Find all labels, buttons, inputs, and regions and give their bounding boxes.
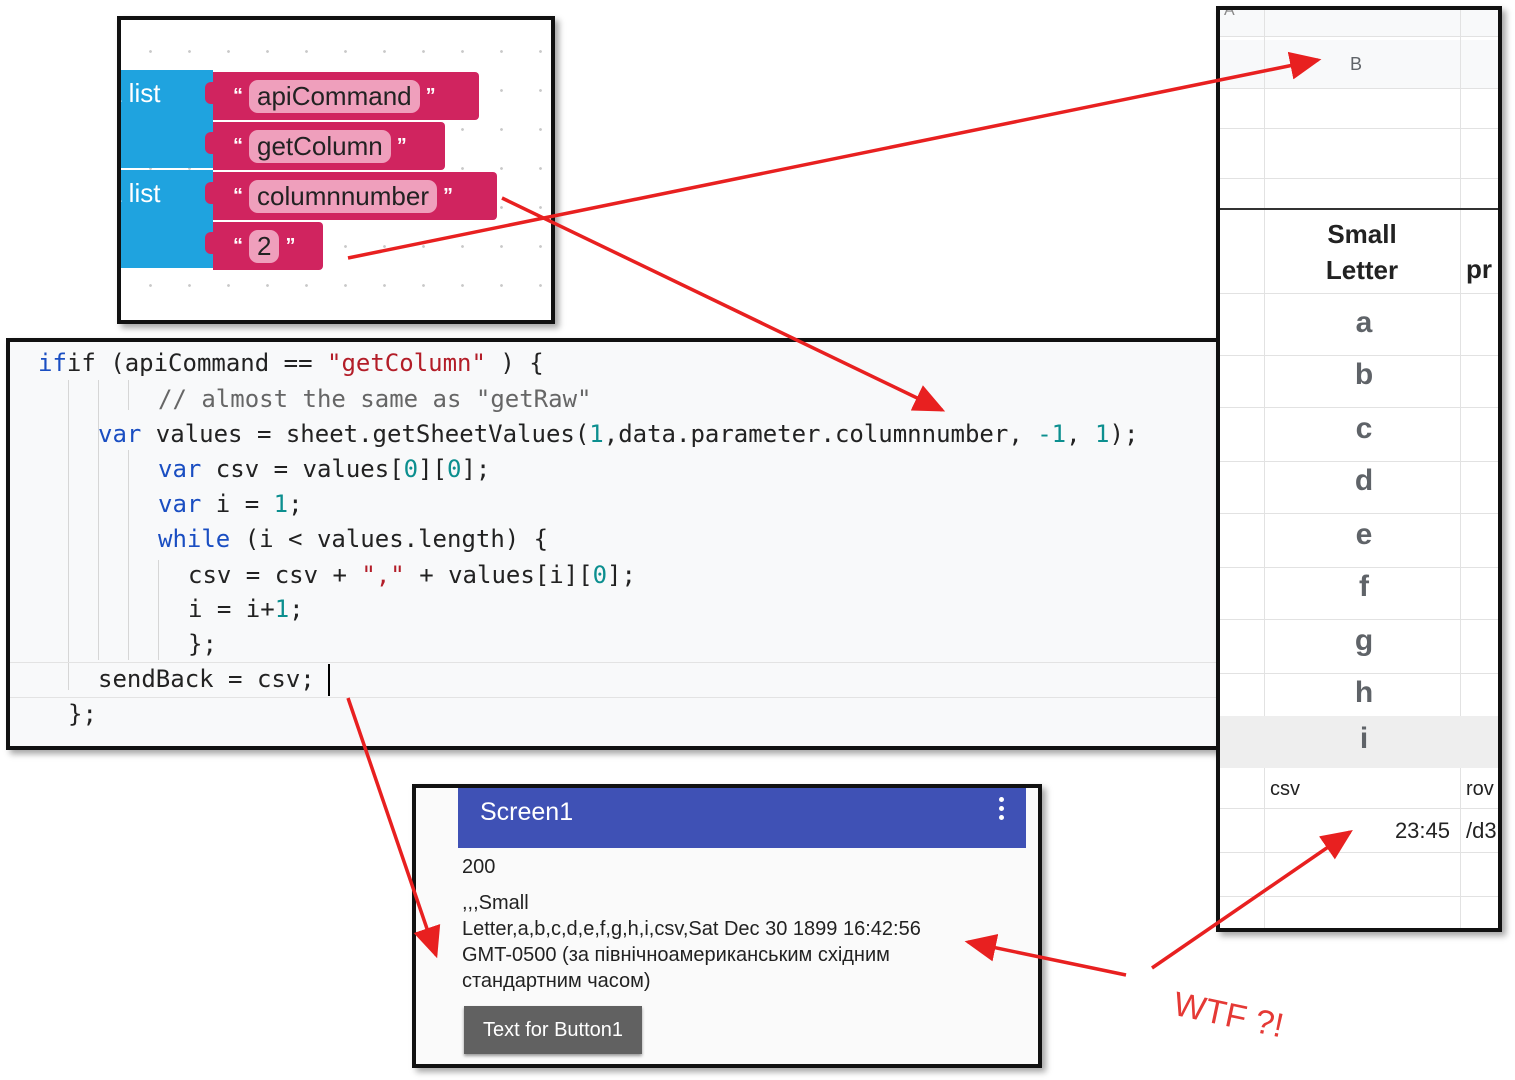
make-list-label: a list — [121, 178, 161, 208]
make-list-block-1[interactable]: a list — [121, 70, 213, 168]
code-line-2[interactable]: // almost the same as "getRaw" — [158, 385, 592, 413]
sheet-row: csv rov — [1220, 768, 1498, 809]
current-line-highlight — [10, 662, 1216, 698]
letter-cell[interactable]: a — [1355, 306, 1373, 339]
sheet-row — [1220, 460, 1498, 462]
make-list-block-2[interactable]: a list — [121, 170, 213, 268]
text-value[interactable]: columnnumber — [249, 179, 437, 213]
code-line-11[interactable]: }; — [68, 700, 97, 728]
header-cell-line: Small — [1327, 219, 1397, 249]
letter-cell[interactable]: d — [1354, 464, 1374, 497]
next-header-cell[interactable]: pr — [1466, 254, 1492, 284]
code-line-9[interactable]: }; — [188, 630, 217, 658]
letter-cell[interactable]: c — [1355, 412, 1373, 445]
code-line-8[interactable]: i = i+1; — [188, 595, 304, 623]
quote-open: “ — [233, 84, 243, 107]
sheet-row — [1220, 88, 1498, 129]
response-label: ,,,Small Letter,a,b,c,d,e,f,g,h,i,csv,Sa… — [462, 890, 921, 994]
response-line: GMT-0500 (за північноамериканським східн… — [462, 944, 890, 966]
text-value[interactable]: 2 — [249, 229, 280, 263]
sheet-row — [1220, 566, 1498, 568]
sheet-row: 23:45 /d3 — [1220, 808, 1498, 853]
status-code-label: 200 — [462, 856, 496, 878]
text-value[interactable]: getColumn — [249, 129, 391, 163]
row-label-cell[interactable]: rov — [1466, 778, 1494, 800]
wtf-annotation: WTF ?! — [1170, 985, 1288, 1046]
text-block-getcolumn[interactable]: “ getColumn ” — [205, 122, 445, 170]
text-block-2[interactable]: “ 2 ” — [205, 222, 323, 270]
app-preview-panel: Screen1 200 ,,,Small Letter,a,b,c,d,e,f,… — [412, 784, 1042, 1068]
quote-close: ” — [442, 184, 453, 207]
frozen-divider — [1220, 208, 1498, 210]
indent-guide — [98, 380, 99, 660]
time-cell[interactable]: 23:45 — [1394, 818, 1450, 843]
screen-title: Screen1 — [480, 798, 574, 826]
quote-open: “ — [233, 134, 243, 157]
code-line-4[interactable]: var csv = values[0][0]; — [158, 455, 491, 483]
code-line-5[interactable]: var i = 1; — [158, 490, 303, 518]
response-line: ,,,Small — [462, 892, 529, 914]
partial-cell[interactable]: /d3 — [1466, 818, 1497, 843]
letter-cell[interactable]: h — [1354, 676, 1374, 709]
grid-line — [1460, 10, 1461, 928]
sheet-row — [1220, 406, 1498, 408]
blocks-editor-panel: a list a list “ apiCommand ” “ getColumn… — [117, 16, 555, 324]
indent-guide — [128, 450, 129, 660]
selected-row — [1220, 716, 1498, 768]
sheet-row — [1220, 292, 1498, 294]
sheet-row — [1220, 512, 1498, 514]
code-line-1[interactable]: ifif (apiCommand == "getColumn" ) { — [38, 349, 544, 377]
quote-close: ” — [396, 134, 407, 157]
quote-close: ” — [285, 234, 296, 257]
column-header-row-top: A — [1220, 10, 1498, 37]
code-editor-panel[interactable]: ifif (apiCommand == "getColumn" ) { // a… — [6, 338, 1220, 750]
indent-guide — [128, 380, 129, 410]
text-block-columnnumber[interactable]: “ columnnumber ” — [205, 172, 497, 220]
header-cell-line: Letter — [1325, 255, 1399, 285]
letter-cell[interactable]: e — [1355, 518, 1373, 551]
code-line-6[interactable]: while (i < values.length) { — [158, 525, 549, 553]
letter-cell[interactable]: b — [1354, 358, 1374, 391]
indent-guide — [68, 380, 69, 690]
text-value[interactable]: apiCommand — [249, 79, 420, 113]
text-cursor — [328, 664, 330, 696]
app-bar: Screen1 — [458, 788, 1026, 848]
csv-cell[interactable]: csv — [1270, 778, 1300, 800]
letter-cell[interactable]: g — [1354, 624, 1374, 657]
code-line-10[interactable]: sendBack = csv; — [98, 665, 315, 693]
response-line: Letter,a,b,c,d,e,f,g,h,i,csv,Sat Dec 30 … — [462, 918, 921, 940]
column-header-b[interactable]: B — [1350, 54, 1363, 74]
overflow-menu-icon[interactable] — [999, 797, 1004, 824]
sheet-row — [1220, 354, 1498, 356]
letter-cell[interactable]: i — [1359, 722, 1369, 755]
quote-close: ” — [425, 84, 436, 107]
button1[interactable]: Text for Button1 — [464, 1006, 642, 1054]
code-line-3[interactable]: var values = sheet.getSheetValues(1,data… — [98, 420, 1139, 448]
make-list-label: a list — [121, 78, 161, 108]
header-cell-small-letter[interactable]: Small Letter — [1264, 216, 1460, 288]
code-line-7[interactable]: csv = csv + "," + values[i][0]; — [188, 561, 636, 589]
sheet-row — [1220, 128, 1498, 179]
quote-open: “ — [233, 234, 243, 257]
sheet-row — [1220, 618, 1498, 620]
indent-guide — [158, 560, 159, 660]
text-block-apicommand[interactable]: “ apiCommand ” — [205, 72, 479, 120]
letter-cell[interactable]: f — [1359, 570, 1369, 603]
sheet-row — [1220, 672, 1498, 674]
column-header-a[interactable]: A — [1224, 6, 1235, 19]
grid-line — [1264, 10, 1265, 928]
response-line: стандартним часом) — [462, 970, 651, 992]
quote-open: “ — [233, 184, 243, 207]
sheet-row — [1220, 852, 1498, 897]
column-header-row: B — [1220, 40, 1498, 89]
